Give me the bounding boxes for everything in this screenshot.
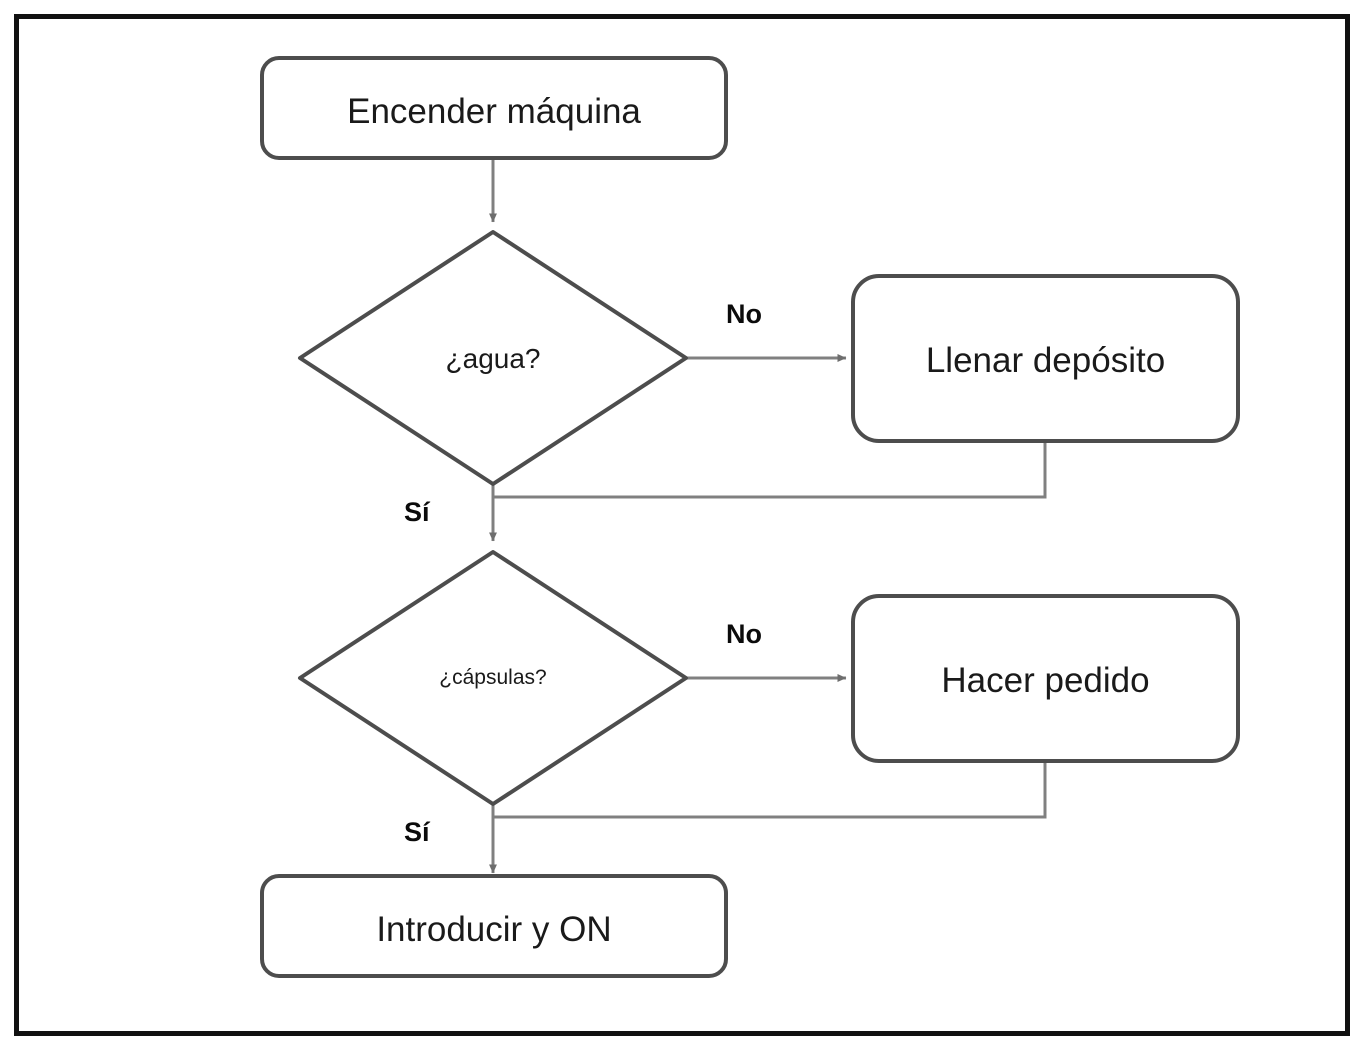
node-fill-shape[interactable] — [851, 274, 1240, 443]
connectors — [489, 158, 1047, 874]
node-start-shape[interactable] — [260, 56, 728, 160]
node-order-shape[interactable] — [851, 594, 1240, 763]
edge-label-no-water: No — [726, 299, 762, 329]
shapes — [260, 56, 1240, 978]
node-insert-shape[interactable] — [260, 874, 728, 978]
image-frame — [14, 14, 1350, 1036]
node-water-shape[interactable] — [298, 230, 688, 486]
edge-label-no-capsules: No — [726, 619, 762, 649]
edge-label-si-capsules: Sí — [404, 817, 430, 847]
edge-label-si-water: Sí — [404, 497, 430, 527]
edge-fill-return — [494, 441, 1047, 499]
node-capsules-shape[interactable] — [298, 550, 688, 806]
edge-order-return — [494, 761, 1047, 819]
